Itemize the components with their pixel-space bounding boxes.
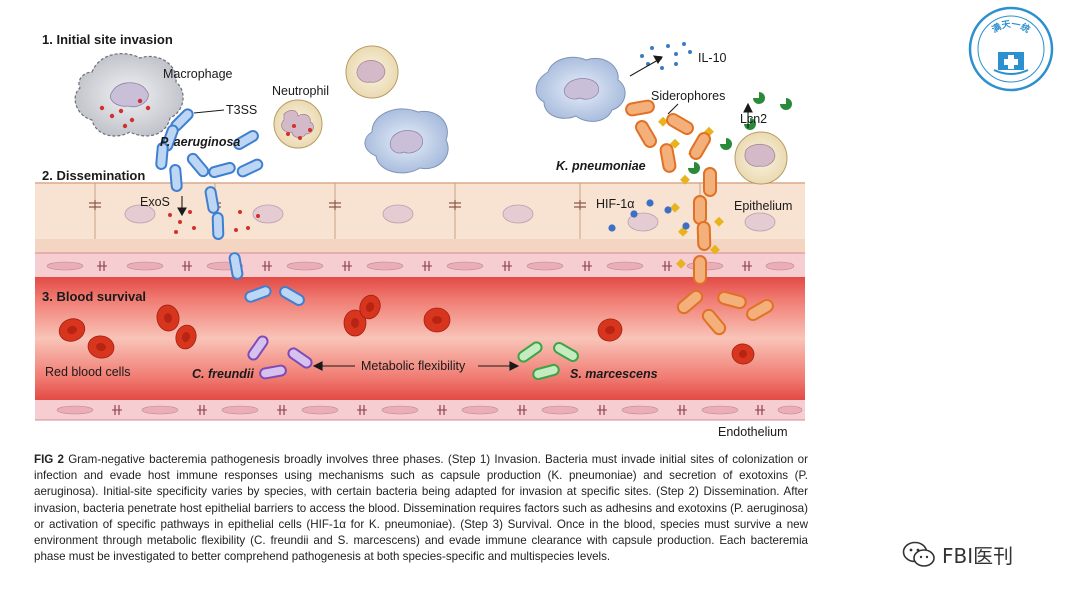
wechat-icon (902, 541, 935, 567)
hif1a-molecules (608, 199, 690, 232)
rbc (343, 309, 367, 337)
immune-cell (364, 108, 449, 174)
rbc (58, 318, 86, 342)
metabolic-flexibility-label: Metabolic flexibility (361, 359, 466, 373)
rbc (175, 324, 197, 350)
exos-label: ExoS (140, 195, 170, 209)
step2-label: 2. Dissemination (42, 168, 145, 183)
p-aeruginosa-label: P. aeruginosa (160, 135, 240, 149)
annotation-arrows (177, 55, 753, 371)
hospital-logo: 满天一统 (968, 6, 1054, 92)
k-pneumoniae-bacteria (625, 99, 774, 336)
lcn2-label: Lcn2 (740, 112, 767, 126)
siderophores-label: Siderophores (651, 89, 725, 103)
neutrophil-cell-right (734, 131, 788, 185)
rbc (156, 304, 180, 332)
rbc (87, 335, 115, 359)
c-freundii-label: C. freundii (192, 367, 254, 381)
hif1a-label: HIF-1α (596, 197, 634, 211)
p-aeruginosa-bacteria (155, 108, 305, 306)
blood-vessel (35, 252, 805, 421)
neutrophil-cell (273, 99, 323, 149)
exos-particles (168, 210, 260, 234)
macrophage-cell-right (535, 56, 626, 122)
red-blood-cells-label: Red blood cells (45, 365, 130, 379)
rbc (423, 307, 451, 333)
rbc (359, 294, 381, 320)
c-freundii-bacteria (247, 335, 313, 380)
watermark-text: FBI医刊 (942, 544, 1014, 568)
epithelium-layer (35, 182, 805, 253)
k-pneumoniae-label: K. pneumoniae (556, 159, 646, 173)
epithelium-label: Epithelium (734, 199, 792, 213)
t3ss-label: T3SS (226, 103, 257, 117)
macrophage-label: Macrophage (163, 67, 233, 81)
hospital-seal-icon: 满天一统 (968, 6, 1054, 92)
caption-text: Gram-negative bacteremia pathogenesis br… (34, 453, 808, 564)
il10-label: IL-10 (698, 51, 727, 65)
immune-cell (345, 45, 399, 99)
caption-fig-number: FIG 2 (34, 453, 65, 466)
lcn2-molecules (688, 92, 792, 174)
pathogenesis-figure: 1. Initial site invasion 2. Disseminatio… (35, 32, 805, 439)
watermark: FBI医刊 (902, 540, 1013, 569)
red-blood-cells (58, 294, 755, 365)
step3-label: 3. Blood survival (42, 289, 146, 304)
endothelium-label: Endothelium (718, 425, 788, 439)
figure-caption: FIG 2 Gram-negative bacteremia pathogene… (34, 452, 808, 565)
step1-label: 1. Initial site invasion (42, 32, 173, 47)
rbc (731, 343, 755, 365)
neutrophil-label: Neutrophil (272, 84, 329, 98)
macrophage-cell (74, 53, 184, 137)
s-marcescens-bacteria (517, 341, 579, 381)
rbc (597, 318, 623, 342)
s-marcescens-label: S. marcescens (570, 367, 658, 381)
